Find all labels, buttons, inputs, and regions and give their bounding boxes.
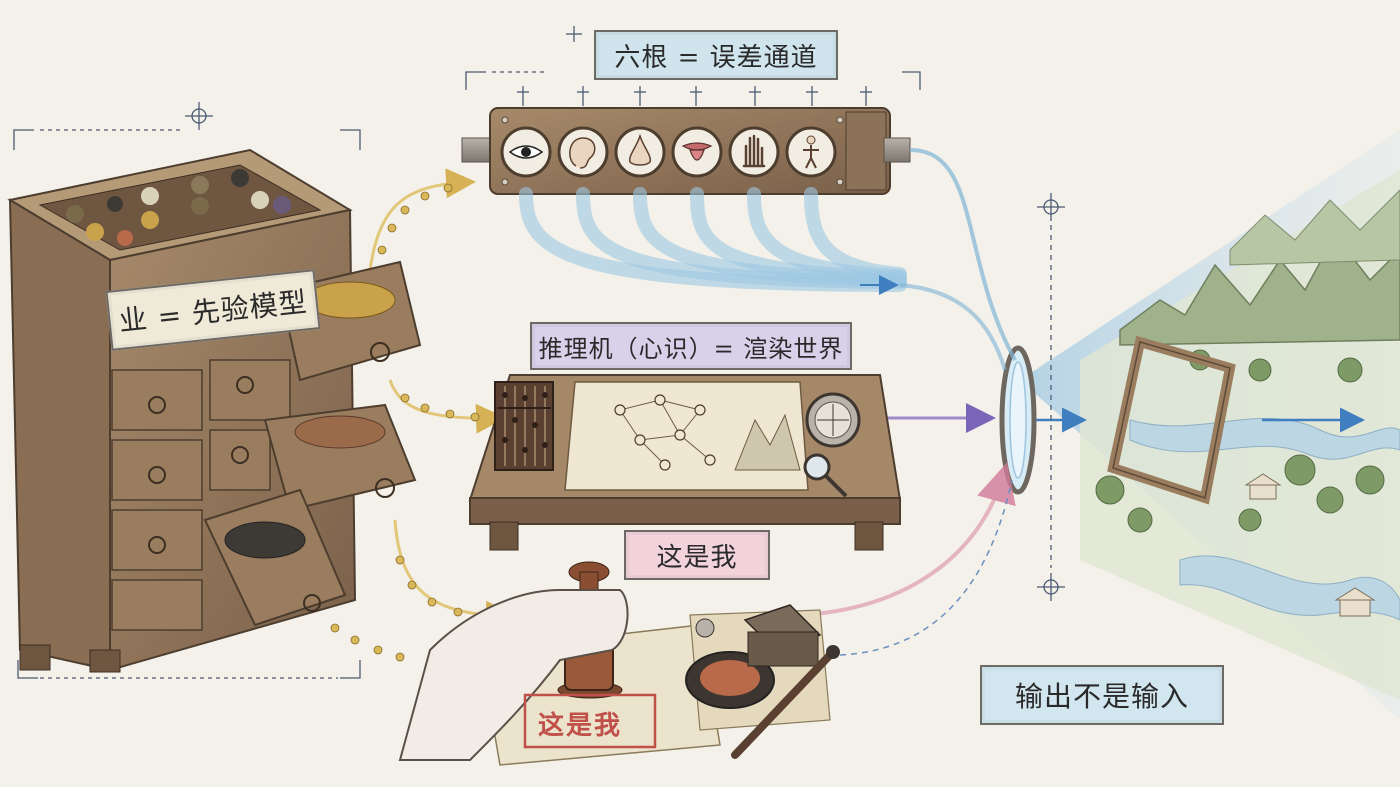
ear-icon: [557, 126, 609, 178]
abacus-icon: [494, 381, 554, 471]
brush-icon: [731, 645, 840, 759]
trees: [1095, 349, 1385, 533]
output-not-input-label: 输出不是输入: [980, 665, 1224, 725]
open-drawer-bottom: [203, 488, 347, 627]
six-roots-machine: [461, 86, 911, 295]
six-roots-label: 六根 = 误差通道: [594, 30, 838, 80]
small-weight-icon: [695, 618, 715, 638]
magnifier-icon: [803, 453, 848, 498]
stamp-imprint-text: 这是我: [538, 711, 623, 741]
reasoning-label: 推理机（心识）= 渲染世界: [530, 322, 852, 370]
lens: [999, 345, 1037, 495]
this-is-me-label: 这是我: [624, 530, 770, 580]
mountain-range-far: [1229, 189, 1400, 266]
crosshair-marks: [13, 26, 1065, 679]
drawer-handles: [148, 376, 254, 554]
empty-frame: [1107, 335, 1236, 505]
stamp-imprint-border: [523, 693, 657, 749]
karma-bead-flows: [368, 168, 516, 631]
flow-lines: [799, 148, 1017, 656]
projected-world: [1020, 130, 1400, 720]
tongue-icon: [671, 126, 723, 178]
eye-icon: [500, 126, 552, 178]
map-scroll: [564, 381, 809, 491]
cabinet-drawers: [111, 359, 291, 631]
hand-icon: [728, 126, 780, 178]
open-drawer-middle: [263, 403, 417, 512]
beads: [330, 183, 489, 662]
seal-scene: [398, 561, 840, 766]
body-icon: [785, 126, 837, 178]
sense-streams: [519, 187, 907, 292]
seal-box-icon: [743, 604, 822, 667]
hand-holding-stamp: [398, 589, 629, 761]
karma-cabinet: [7, 148, 422, 673]
river: [1129, 417, 1400, 460]
pipe-bolts: [501, 116, 844, 186]
compass-icon: [805, 392, 861, 448]
seed-compartments: [38, 164, 322, 251]
reasoning-table: [468, 374, 902, 551]
houses: [1244, 473, 1376, 617]
nose-icon: [614, 126, 666, 178]
